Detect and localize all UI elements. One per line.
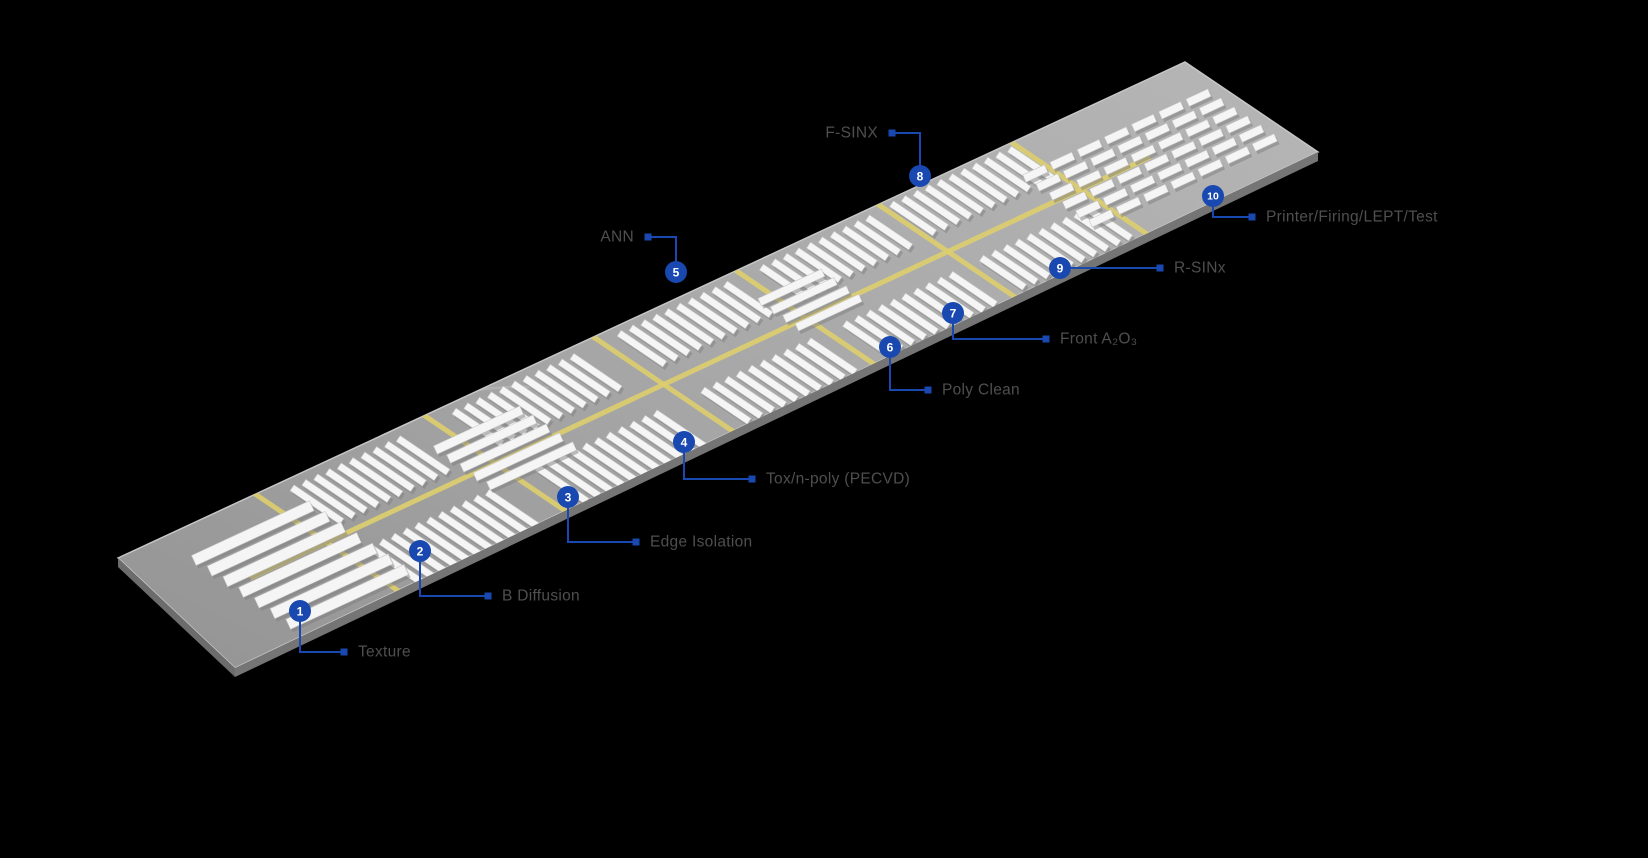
badge-circle [289,600,311,622]
badge-number: 3 [565,491,572,505]
callout-badge-10[interactable]: 10 [1202,185,1224,207]
callout-leader-line [889,347,928,391]
badge-number: 9 [1057,262,1064,276]
badge-circle [673,431,695,453]
callout-step-8: 8 F-SINX [825,125,931,187]
callout-badge-1[interactable]: 1 [289,600,311,622]
badge-circle [409,540,431,562]
callout-node-dot [340,648,348,656]
callout-label-7: Front A₂O₃ [1060,331,1137,348]
callout-node-dot [888,129,896,137]
badge-circle [557,486,579,508]
badge-number: 4 [681,436,688,450]
badge-number: 10 [1207,191,1219,203]
badge-circle [879,336,901,358]
callout-badge-3[interactable]: 3 [557,486,579,508]
callout-badge-7[interactable]: 7 [942,302,964,324]
callout-badge-6[interactable]: 6 [879,336,901,358]
badge-number: 1 [297,605,304,619]
callout-node-dot [632,538,640,546]
callout-node-dot [484,592,492,600]
callout-step-9: 9 R-SINx [1049,257,1226,279]
callout-node-dot [1042,335,1050,343]
badge-circle [942,302,964,324]
callout-label-8: F-SINX [825,125,878,142]
badge-number: 5 [673,266,680,280]
callout-label-5: ANN [600,229,634,246]
callout-step-5: 5 ANN [600,229,687,283]
callout-label-3: Edge Isolation [650,534,752,551]
badge-number: 6 [887,341,894,355]
callout-leader-line [299,611,344,653]
callout-leader-line [892,132,921,176]
callout-step-2: 2 B Diffusion [409,540,580,605]
callout-leader-line [648,236,677,272]
badge-number: 7 [950,307,957,321]
callout-node-dot [748,475,756,483]
badge-circle [665,261,687,283]
callout-label-1: Texture [358,644,411,661]
callout-node-dot [1156,264,1164,272]
callout-badge-8[interactable]: 8 [909,165,931,187]
callout-badge-2[interactable]: 2 [409,540,431,562]
callout-node-dot [1248,213,1256,221]
callout-badge-9[interactable]: 9 [1049,257,1071,279]
callout-label-9: R-SINx [1174,260,1226,277]
badge-circle [1202,185,1224,207]
badge-number: 8 [917,170,924,184]
callout-leader-line [419,551,488,597]
callout-label-6: Poly Clean [942,382,1020,399]
platform-front-edge [235,152,1318,677]
equipment-blocks [191,88,1280,633]
callout-label-10: Printer/Firing/LEPT/Test [1266,209,1438,226]
callout-node-dot [644,233,652,241]
callout-badge-4[interactable]: 4 [673,431,695,453]
badge-circle [909,165,931,187]
callout-label-4: Tox/n-poly (PECVD) [766,471,910,488]
equipment-group [191,88,1280,633]
badge-circle [1049,257,1071,279]
badge-number: 2 [417,545,424,559]
callout-node-dot [924,386,932,394]
callout-label-2: B Diffusion [502,588,580,605]
callout-leader-line [567,497,636,543]
callout-leader-line [683,442,752,480]
platform-left-edge [118,558,235,677]
callout-badge-5[interactable]: 5 [665,261,687,283]
